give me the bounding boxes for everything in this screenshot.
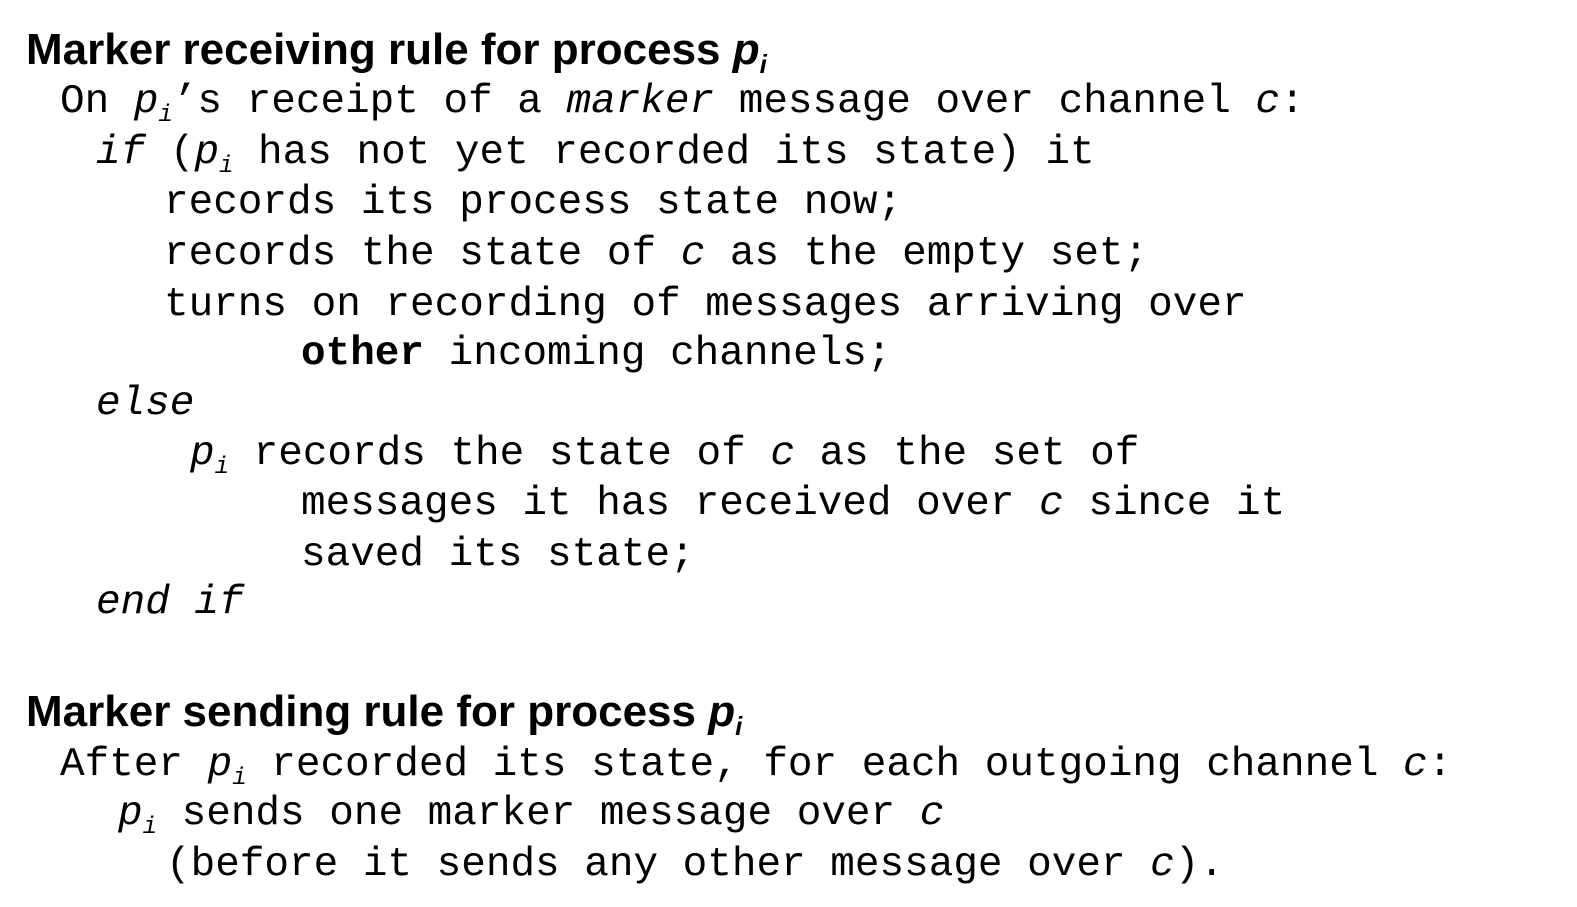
receiving-line-5: turns on recording of messages arriving … xyxy=(164,285,1247,326)
process-variable: pi xyxy=(118,791,158,841)
marker-keyword: marker xyxy=(566,79,715,125)
text: ’s receipt of a xyxy=(172,79,567,125)
receiving-line-6: other incoming channels; xyxy=(301,334,892,375)
process-variable: pi xyxy=(207,742,247,792)
text: incoming channels; xyxy=(424,331,892,377)
else-keyword: else xyxy=(96,381,195,427)
receiving-line-7: else xyxy=(96,384,194,425)
process-subscript: i xyxy=(735,711,743,741)
process-variable: p xyxy=(732,25,760,74)
receiving-line-3: records its process state now; xyxy=(164,183,902,224)
receiving-line-4: records the state of c as the empty set; xyxy=(164,234,1148,275)
process-variable: p xyxy=(708,687,736,736)
channel-variable: c xyxy=(1039,481,1064,527)
text: records the state of xyxy=(164,231,681,277)
process-subscript: i xyxy=(759,49,767,79)
receiving-line-1: On pi’s receipt of a marker message over… xyxy=(60,79,1305,129)
text: messages it has received over xyxy=(301,481,1040,527)
text: : xyxy=(1280,79,1305,125)
sending-line-3: (before it sends any other message over … xyxy=(166,845,1224,886)
text: has not yet recorded its state) it xyxy=(233,130,1095,176)
text: (before it sends any other message over xyxy=(166,842,1151,888)
text: After xyxy=(60,742,208,788)
end-if-keyword: end if xyxy=(96,580,244,626)
text: : xyxy=(1427,742,1453,788)
channel-variable: c xyxy=(1150,842,1175,888)
channel-variable: c xyxy=(1403,742,1428,788)
text: On xyxy=(60,79,134,125)
text: sends one marker message over xyxy=(157,791,920,837)
channel-variable: c xyxy=(1255,79,1281,125)
process-variable: pi xyxy=(133,79,173,129)
receiving-line-2: if (pi has not yet recorded its state) i… xyxy=(96,130,1095,180)
if-keyword: if xyxy=(96,130,146,176)
text: since it xyxy=(1063,481,1286,527)
text: ( xyxy=(145,130,195,176)
text: message over channel xyxy=(714,79,1256,125)
receiving-line-9: messages it has received over c since it xyxy=(301,484,1285,525)
channel-variable: c xyxy=(680,231,706,277)
channel-variable: c xyxy=(919,791,945,837)
text: saved its state; xyxy=(301,532,695,578)
text: records the state of xyxy=(229,431,771,477)
text: recorded its state, for each outgoing ch… xyxy=(246,742,1404,788)
text: turns on recording of messages arriving … xyxy=(164,282,1247,328)
channel-variable: c xyxy=(770,431,795,477)
sending-rule-heading: Marker sending rule for process pi xyxy=(26,687,742,740)
process-variable: pi xyxy=(194,130,234,180)
text: as the set of xyxy=(794,431,1140,477)
other-keyword: other xyxy=(301,331,425,377)
receiving-line-10: saved its state; xyxy=(301,535,695,576)
text: records its process state now; xyxy=(164,180,903,226)
receiving-line-8: pi records the state of c as the set of xyxy=(190,431,1140,481)
receiving-rule-heading: Marker receiving rule for process pi xyxy=(26,25,767,78)
text: as the empty set; xyxy=(705,231,1149,277)
text: ). xyxy=(1174,842,1224,888)
receiving-rule-title: Marker receiving rule for process xyxy=(26,25,733,74)
process-variable: pi xyxy=(190,431,230,481)
sending-line-1: After pi recorded its state, for each ou… xyxy=(60,742,1453,792)
sending-line-2: pi sends one marker message over c xyxy=(118,791,945,841)
sending-rule-title: Marker sending rule for process xyxy=(26,687,709,736)
receiving-line-11: end if xyxy=(96,583,244,624)
